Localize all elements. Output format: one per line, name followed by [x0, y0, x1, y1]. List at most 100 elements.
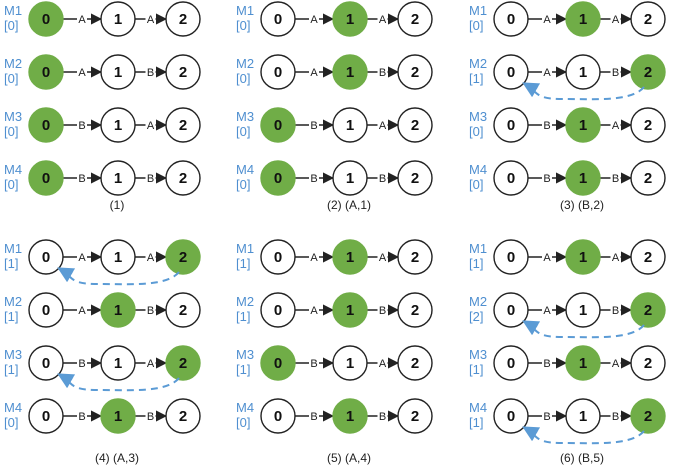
machine-counter: [0] — [4, 177, 19, 192]
machine-label: M2[1] — [469, 56, 487, 86]
edge-label-bg — [145, 356, 156, 369]
edge-label: A — [147, 252, 155, 264]
active-state-node — [28, 1, 64, 37]
panel-caption: (2) (A,1) — [326, 198, 371, 212]
state-node-label: 2 — [644, 249, 652, 266]
edge-label: B — [543, 411, 550, 423]
state-node-label: 2 — [411, 11, 419, 28]
state-node-label: 2 — [179, 302, 187, 319]
state-node-label: 2 — [411, 170, 419, 187]
reset-arrow — [522, 82, 645, 101]
state-node — [493, 292, 529, 328]
machine-counter: [1] — [469, 362, 484, 377]
machine-name: M2 — [4, 56, 23, 71]
state-node — [100, 107, 136, 143]
machine-name: M3 — [236, 109, 255, 124]
state-node — [332, 160, 368, 196]
state-node-label: 1 — [579, 249, 587, 266]
edge-label-bg — [145, 65, 156, 78]
machine-counter: [0] — [236, 124, 251, 139]
state-node-label: 2 — [179, 249, 187, 266]
active-state-node — [165, 239, 201, 275]
state-node-label: 1 — [346, 249, 354, 266]
state-node-label: 2 — [179, 408, 187, 425]
edge-label-bg — [610, 250, 621, 263]
machine-label: M1[0] — [236, 3, 254, 33]
edge-label-bg — [309, 303, 319, 316]
machine-label: M1[1] — [236, 241, 254, 271]
machine-name: M3 — [469, 109, 488, 124]
machine-counter: [0] — [469, 177, 484, 192]
active-state-node — [565, 107, 601, 143]
machine-counter: [0] — [469, 18, 484, 33]
state-node — [100, 345, 136, 381]
state-node-label: 0 — [42, 11, 50, 28]
state-node-label: 1 — [579, 11, 587, 28]
state-node — [565, 398, 601, 434]
state-node — [100, 54, 136, 90]
state-node — [630, 1, 666, 37]
edge-label-bg — [309, 250, 319, 263]
machine-label: M1[1] — [469, 241, 487, 271]
state-node — [493, 160, 529, 196]
state-node — [493, 107, 529, 143]
machine-name: M1 — [236, 241, 255, 256]
machine-label: M4[0] — [236, 162, 254, 192]
state-node-label: 2 — [644, 408, 652, 425]
machine-name: M3 — [236, 347, 255, 362]
active-state-node — [260, 107, 296, 143]
state-node-label: 1 — [346, 355, 354, 372]
edge-label: A — [78, 14, 86, 26]
machine-name: M2 — [236, 294, 255, 309]
state-node-label: 2 — [179, 170, 187, 187]
state-node-label: 1 — [346, 302, 354, 319]
edge-label: A — [379, 252, 387, 264]
state-node-label: 0 — [274, 408, 282, 425]
edge-label-bg — [77, 356, 87, 369]
machine-counter: [1] — [236, 362, 251, 377]
state-node-label: 0 — [274, 170, 282, 187]
state-node — [332, 107, 368, 143]
machine-name: M2 — [469, 56, 488, 71]
machine-name: M4 — [4, 162, 23, 177]
state-node — [630, 239, 666, 275]
state-node-label: 2 — [644, 64, 652, 81]
state-node — [165, 1, 201, 37]
state-node — [397, 398, 433, 434]
state-node-label: 1 — [346, 408, 354, 425]
edge-label-bg — [309, 409, 319, 422]
edge-label-bg — [309, 12, 319, 25]
state-node-label: 2 — [179, 11, 187, 28]
reset-arrow — [522, 320, 645, 339]
state-node-label: 0 — [42, 64, 50, 81]
state-node-label: 0 — [507, 408, 515, 425]
edge-label-bg — [377, 303, 388, 316]
state-node — [165, 54, 201, 90]
edge-label: A — [612, 120, 620, 132]
edge-label-bg — [77, 65, 87, 78]
state-node — [493, 1, 529, 37]
edge-label-bg — [610, 303, 621, 316]
edge-label-bg — [145, 12, 156, 25]
state-node — [260, 292, 296, 328]
state-node-label: 1 — [114, 170, 122, 187]
state-node — [28, 239, 64, 275]
state-node-label: 0 — [274, 64, 282, 81]
edge-label: A — [379, 14, 387, 26]
active-state-node — [630, 54, 666, 90]
machine-label: M3[1] — [236, 347, 254, 377]
edge-label-bg — [77, 118, 87, 131]
machine-label: M3[0] — [236, 109, 254, 139]
state-node — [260, 54, 296, 90]
machine-counter: [0] — [469, 124, 484, 139]
machine-label: M4[1] — [469, 400, 487, 430]
